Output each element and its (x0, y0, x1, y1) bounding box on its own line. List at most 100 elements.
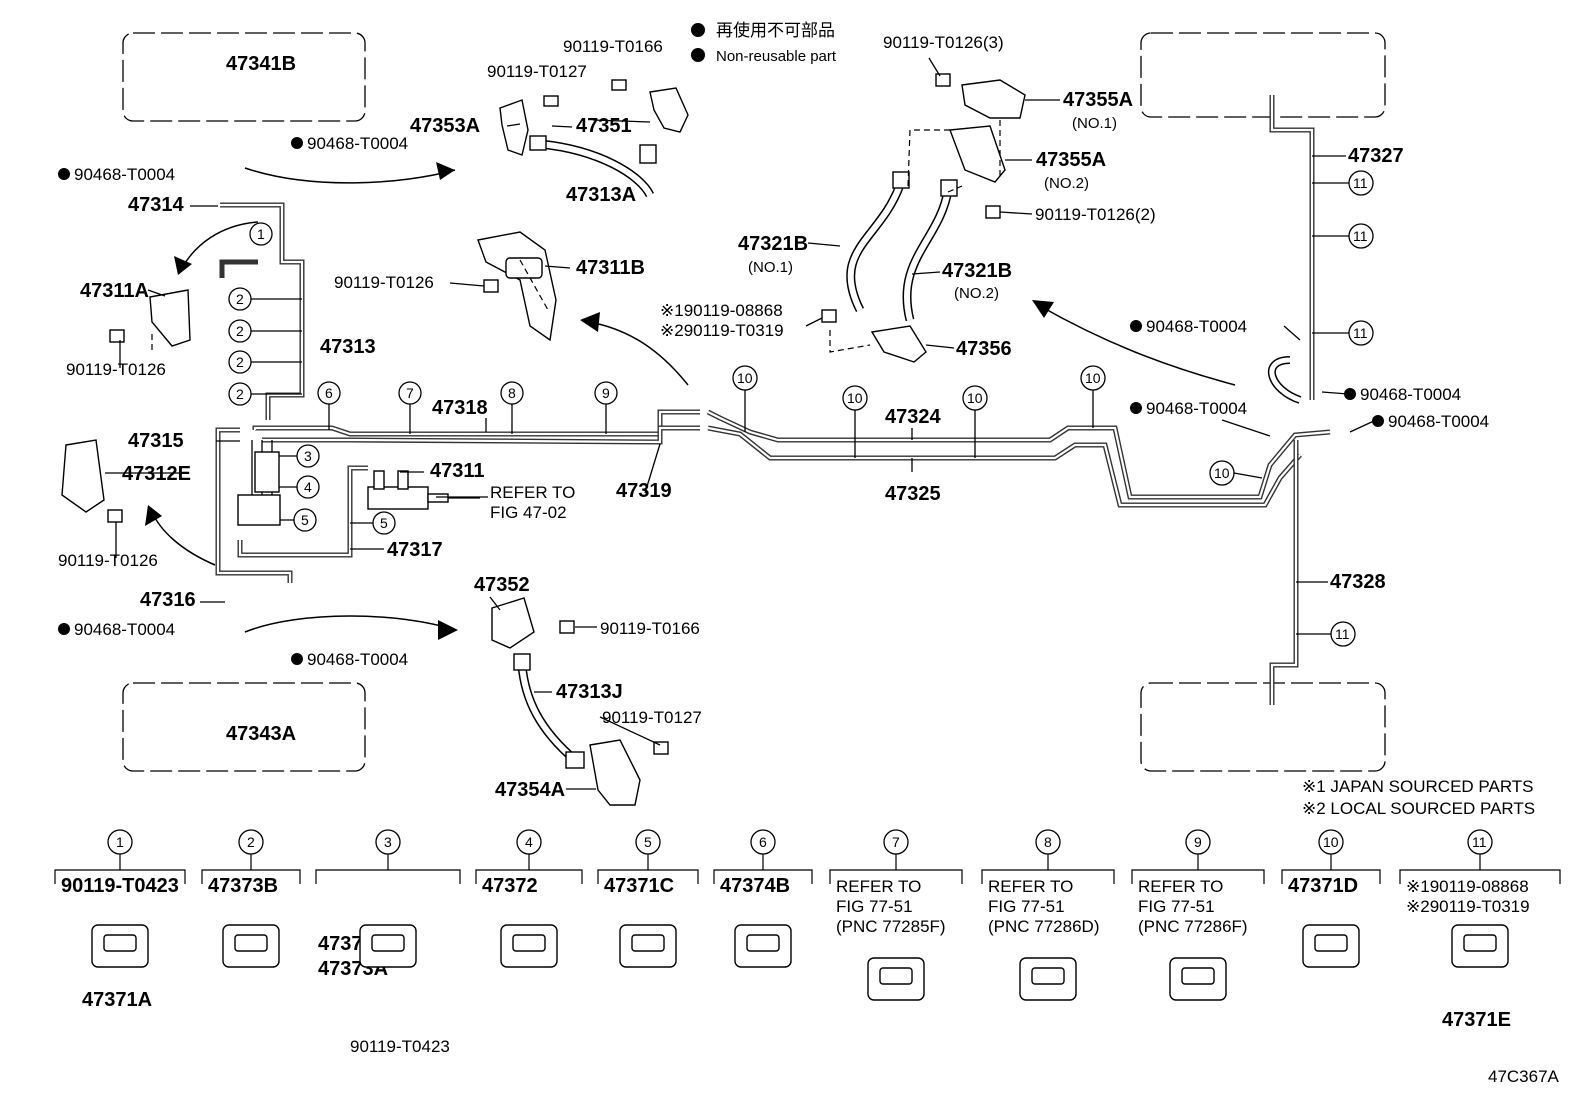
label-90468: 90468-T0004 (1360, 385, 1461, 404)
label-47355A-no2: 47355A (1036, 149, 1106, 171)
clip-part-label: (PNC 77286F) (1138, 917, 1248, 936)
svg-text:2: 2 (236, 291, 244, 307)
clip-number: 4 (525, 834, 533, 850)
label-90468: 90468-T0004 (1146, 317, 1247, 336)
clip-bracket (981, 854, 1115, 884)
clip-bracket (597, 854, 699, 884)
arrow-head (438, 620, 458, 640)
clip-number: 2 (247, 834, 255, 850)
label-47313J: 47313J (556, 681, 623, 703)
label-47313: 47313 (320, 336, 376, 358)
svg-text:8: 8 (508, 385, 516, 401)
svg-text:1: 1 (257, 226, 265, 242)
figure-id: 47C367A (1488, 1067, 1560, 1086)
label-47318: 47318 (432, 397, 488, 419)
clip-part-label: ※190119-08868 (1406, 877, 1529, 896)
svg-text:11: 11 (1353, 325, 1368, 341)
label-47311A: 47311A (80, 280, 149, 302)
label-47324: 47324 (885, 406, 941, 428)
clip-part-label: 47372 (482, 875, 538, 897)
refer-to-line1: REFER TO (490, 483, 575, 502)
non-reusable-dot-icon (1344, 388, 1356, 400)
bracket-47353A (499, 99, 529, 156)
direction-arrow (244, 615, 456, 633)
label-47317: 47317 (387, 539, 443, 561)
clip-part-detail (371, 934, 405, 952)
direction-arrow (151, 511, 216, 566)
clip-part-detail (512, 934, 546, 952)
clip-number: 8 (1044, 834, 1052, 850)
label-47311B: 47311B (576, 257, 645, 279)
svg-text:9: 9 (602, 385, 610, 401)
clip-sub-label: 47371A (82, 989, 152, 1011)
clip-sub-label: 90119-T0423 (350, 1037, 450, 1056)
svg-text:10: 10 (1085, 370, 1101, 386)
svg-text:7: 7 (406, 385, 414, 401)
clip-callouts: 1 2 2 2 2 3 4 5 5 6 7 8 9 10 10 10 10 10… (228, 170, 1374, 647)
svg-text:11: 11 (1353, 175, 1368, 191)
label-47327: 47327 (1348, 145, 1404, 167)
label-47314: 47314 (128, 194, 184, 216)
clip-part-detail (1181, 967, 1215, 985)
clip-part-label: FIG 77-51 (1138, 897, 1215, 916)
label-47355A-no1: 47355A (1063, 89, 1133, 111)
clip-part-detail (1031, 967, 1065, 985)
svg-text:2: 2 (236, 354, 244, 370)
label-47315: 47315 (128, 430, 184, 452)
clip-bracket (713, 854, 813, 884)
clip-bracket (1399, 854, 1561, 884)
label-47343A: 47343A (226, 723, 296, 745)
label-47319: 47319 (616, 480, 672, 502)
clip-bracket (829, 854, 963, 884)
clip-part-label: 47371D (1288, 875, 1358, 897)
clip-part-label: 47373B (208, 875, 278, 897)
arrow-head (145, 505, 162, 526)
bracket-47311A (149, 289, 191, 347)
label-47328: 47328 (1330, 571, 1386, 593)
label-90468: 90468-T0004 (74, 165, 175, 184)
clip-part-label: (PNC 77286D) (988, 917, 1100, 936)
arrow-head (1032, 300, 1054, 318)
arrow-head (436, 162, 455, 180)
label-90119-T0126: 90119-T0126 (58, 551, 158, 570)
bracket-47352 (491, 597, 535, 649)
region-box-front-left-top (122, 32, 366, 122)
svg-text:5: 5 (380, 515, 388, 531)
svg-text:3: 3 (304, 448, 312, 464)
direction-arrow (244, 167, 456, 184)
bracket-47312E (61, 439, 105, 513)
svg-text:10: 10 (967, 390, 983, 406)
flex-hose-47313A (529, 135, 657, 198)
bracket-47355A-no1 (961, 79, 1026, 119)
non-reusable-dot-icon (58, 623, 70, 635)
label-no2: (NO.2) (1044, 175, 1089, 192)
legend-english: Non-reusable part (716, 48, 837, 65)
label-47356: 47356 (956, 338, 1012, 360)
clip-part-label: 90119-T0423 (61, 875, 179, 897)
label-90468: 90468-T0004 (307, 134, 408, 153)
clip-bracket (1281, 854, 1381, 884)
label-no1: (NO.1) (1072, 115, 1117, 132)
proportioning-valve (367, 470, 480, 510)
non-reusable-dot-icon (291, 653, 303, 665)
clip-bracket (1131, 854, 1265, 884)
label-47325: 47325 (885, 483, 941, 505)
label-90119-T0126-3: 90119-T0126(3) (883, 33, 1004, 52)
label-47351: 47351 (576, 115, 632, 137)
arrow-head (174, 256, 192, 275)
part-labels: 47341B 90468-T0004 90468-T0004 47314 473… (58, 33, 1489, 801)
direction-arrow (1039, 305, 1236, 386)
svg-text:6: 6 (325, 385, 333, 401)
clip-part-label: FIG 77-51 (836, 897, 913, 916)
label-90468: 90468-T0004 (1146, 399, 1247, 418)
non-reusable-dot-icon (1130, 320, 1142, 332)
label-47353A: 47353A (410, 115, 480, 137)
label-47354A: 47354A (495, 779, 565, 801)
clip-part-detail (103, 934, 137, 952)
non-reusable-dot-icon (691, 48, 705, 62)
clip-leader-lines (251, 182, 1349, 635)
